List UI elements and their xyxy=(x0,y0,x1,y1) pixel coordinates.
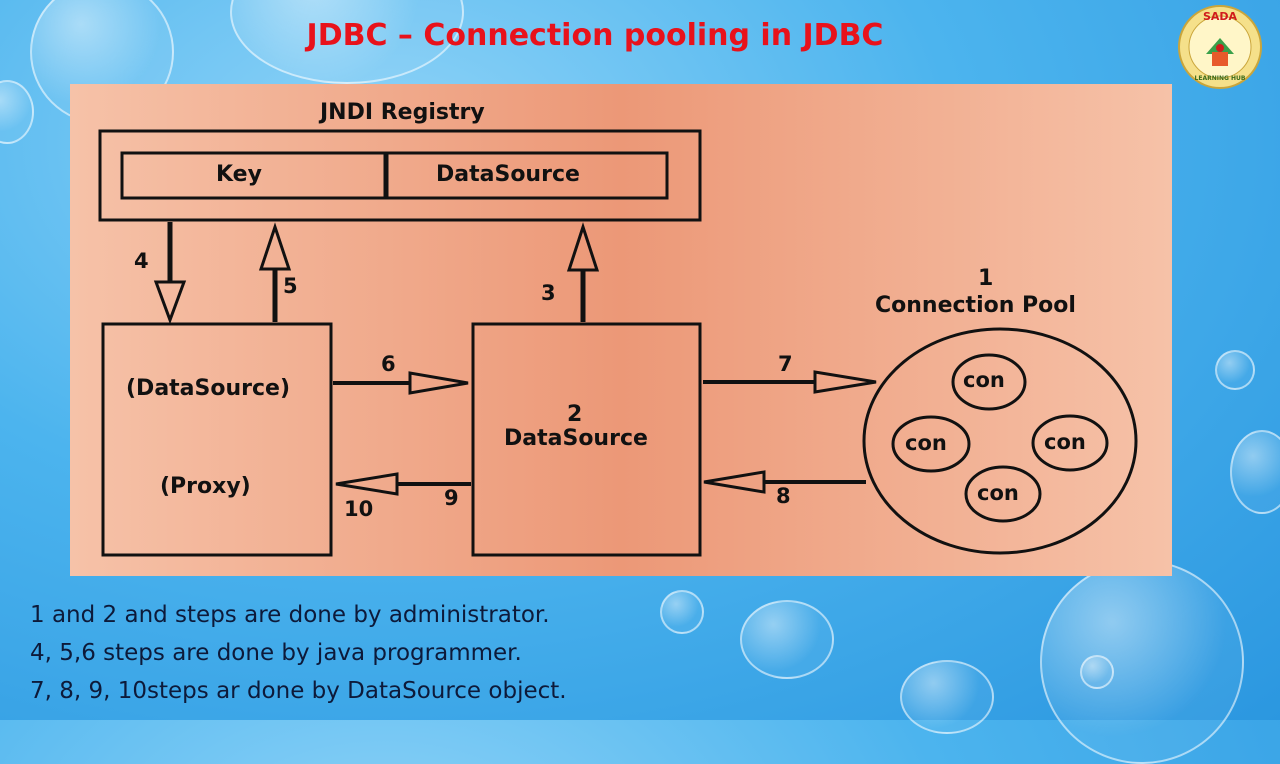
note-line: 4, 5,6 steps are done by java programmer… xyxy=(30,640,522,666)
connection-pool-circle xyxy=(862,327,1138,555)
sada-logo: SADA LEARNING HUB xyxy=(1172,4,1268,90)
jndi-registry-box xyxy=(98,129,702,222)
con-circle-1 xyxy=(951,353,1027,411)
step-8-label: 8 xyxy=(776,484,791,508)
note-line: 1 and 2 and steps are done by administra… xyxy=(30,602,550,628)
pool-number: 1 xyxy=(978,266,994,291)
con-label-1: con xyxy=(963,368,1005,392)
arrow-6-head xyxy=(408,371,469,395)
arrow-4-head xyxy=(153,280,187,325)
note-line: 7, 8, 9, 10steps ar done by DataSource o… xyxy=(30,678,567,704)
diagram-panel: JNDI Registry Key DataSource (DataSource… xyxy=(70,84,1172,576)
con-label-4: con xyxy=(977,481,1019,505)
registry-key-cell: Key xyxy=(216,162,262,187)
arrow-3-head xyxy=(566,222,600,272)
step-5-label: 5 xyxy=(283,274,298,298)
notes-list: 1 and 2 and steps are done by administra… xyxy=(30,596,567,710)
background-bubble xyxy=(660,590,704,634)
con-circle-2 xyxy=(891,415,971,473)
con-circle-4 xyxy=(964,465,1042,523)
arrow-8-head xyxy=(703,470,766,494)
step-9-label: 9 xyxy=(444,486,459,510)
registry-datasource-cell: DataSource xyxy=(436,162,580,187)
background-bubble xyxy=(900,660,994,734)
logo-text-bottom: LEARNING HUB xyxy=(1195,75,1246,82)
con-circle-3 xyxy=(1031,414,1109,472)
step-7-label: 7 xyxy=(778,352,793,376)
step-4-label: 4 xyxy=(134,249,149,273)
arrow-10-head xyxy=(335,472,399,496)
con-label-2: con xyxy=(905,431,947,455)
background-bubble xyxy=(740,600,834,679)
background-bubble xyxy=(1230,430,1280,514)
background-bubble xyxy=(1040,560,1244,764)
diagram-shapes xyxy=(98,129,1138,557)
step-6-label: 6 xyxy=(381,352,396,376)
arrow-7-head xyxy=(813,370,877,394)
page-title: JDBC – Connection pooling in JDBC xyxy=(306,18,884,53)
step-10-label: 10 xyxy=(344,497,374,521)
background-bubble xyxy=(1215,350,1255,390)
arrow-5-head xyxy=(258,222,292,271)
step-3-label: 3 xyxy=(541,281,556,305)
registry-title: JNDI Registry xyxy=(320,100,485,125)
proxy-label-proxy: (Proxy) xyxy=(160,474,251,499)
datasource-label: DataSource xyxy=(504,426,648,451)
background-bubble xyxy=(0,80,34,144)
datasource-box xyxy=(471,322,702,557)
pool-label: Connection Pool xyxy=(875,293,1076,318)
logo-text-top: SADA xyxy=(1203,10,1238,23)
con-label-3: con xyxy=(1044,430,1086,454)
proxy-box xyxy=(101,322,333,557)
datasource-number: 2 xyxy=(567,402,583,427)
background-bubble xyxy=(1080,655,1114,689)
proxy-label-datasource: (DataSource) xyxy=(126,376,291,401)
registry-table xyxy=(120,151,669,200)
